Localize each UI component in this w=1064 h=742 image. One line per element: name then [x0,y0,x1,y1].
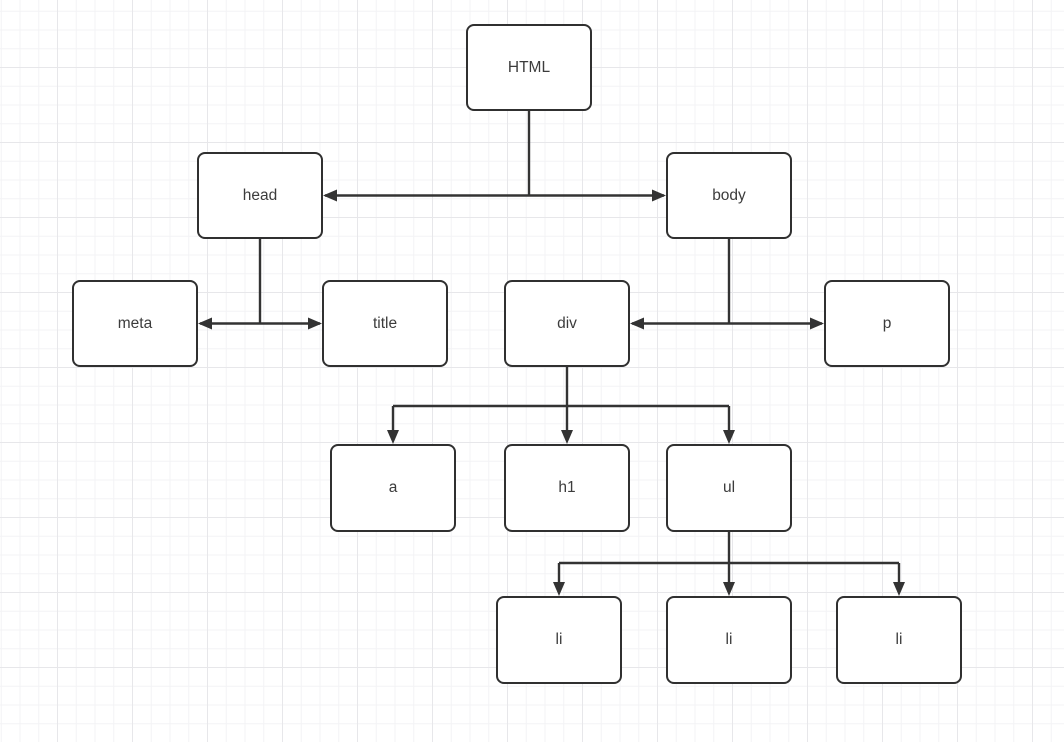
node-li2[interactable]: li [666,596,792,684]
node-ul[interactable]: ul [666,444,792,532]
node-a[interactable]: a [330,444,456,532]
node-label: ul [722,479,736,496]
node-label: p [882,314,892,332]
node-label: a [388,479,398,496]
node-h1[interactable]: h1 [504,444,630,532]
edge-ul-children[interactable] [553,532,905,596]
edge-head-children[interactable] [198,239,322,330]
node-div[interactable]: div [504,280,630,367]
node-p[interactable]: p [824,280,950,367]
node-label: li [895,631,903,648]
edge-html-children[interactable] [323,111,666,202]
node-html[interactable]: HTML [466,24,592,111]
edge-body-children[interactable] [630,239,824,330]
edge-div-children[interactable] [387,367,735,444]
node-label: HTML [507,58,551,76]
node-li3[interactable]: li [836,596,962,684]
node-label: li [555,631,563,648]
node-head[interactable]: head [197,152,323,239]
node-title[interactable]: title [322,280,448,367]
node-label: li [725,631,733,648]
node-li1[interactable]: li [496,596,622,684]
node-label: meta [117,314,153,332]
node-meta[interactable]: meta [72,280,198,367]
node-label: head [242,186,278,204]
node-label: div [557,314,577,332]
node-label: body [712,186,746,204]
node-label: title [372,314,398,332]
node-body[interactable]: body [666,152,792,239]
node-label: h1 [558,479,576,496]
